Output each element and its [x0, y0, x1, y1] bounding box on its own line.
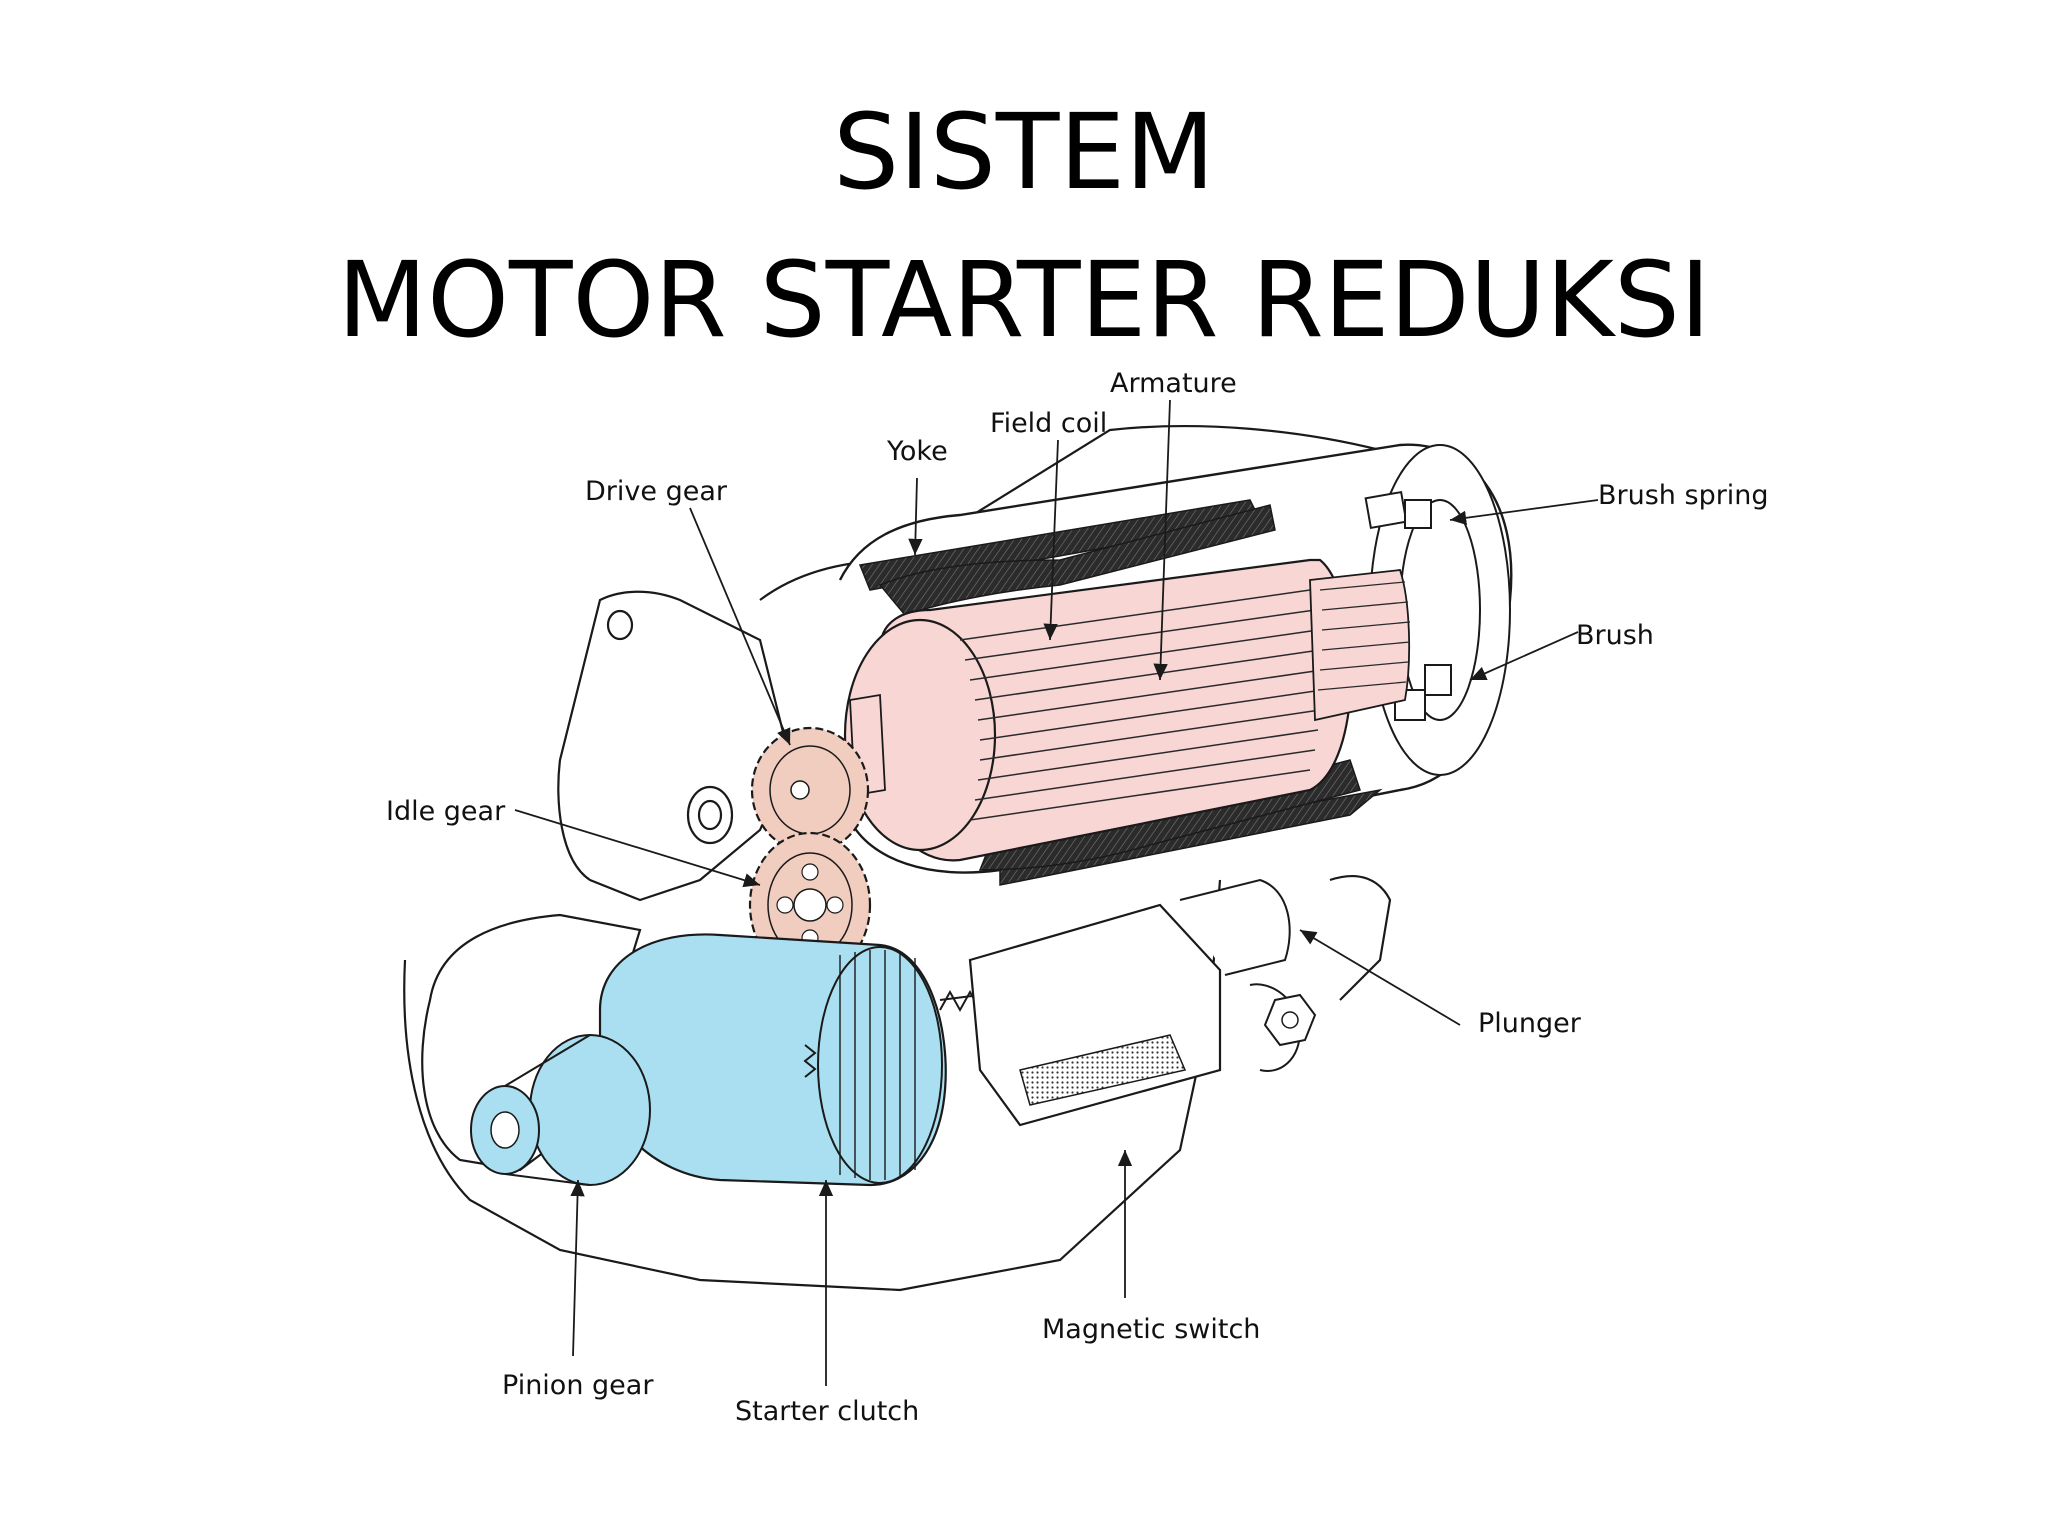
- housing-outline: [403, 425, 1401, 1292]
- label-starter-clutch: Starter clutch: [735, 1396, 919, 1427]
- label-brush: Brush: [1576, 620, 1654, 651]
- slide-title: SISTEM MOTOR STARTER REDUKSI: [0, 78, 2048, 374]
- label-yoke: Yoke: [886, 436, 948, 467]
- part-labels: Armature Field coil Yoke Drive gear Brus…: [386, 368, 1769, 1427]
- starter-clutch: [598, 933, 947, 1187]
- leader-lines: [514, 399, 1599, 1386]
- label-drive-gear: Drive gear: [585, 476, 728, 507]
- label-armature: Armature: [1110, 368, 1237, 399]
- pinion-gear: [470, 1034, 651, 1186]
- label-field-coil: Field coil: [990, 408, 1107, 439]
- label-brush-spring: Brush spring: [1598, 480, 1769, 511]
- drive-gear: [750, 726, 870, 854]
- magnetic-switch: [968, 878, 1317, 1127]
- title-line-2: MOTOR STARTER REDUKSI: [337, 239, 1711, 361]
- label-magnetic-switch: Magnetic switch: [1042, 1314, 1260, 1345]
- label-idle-gear: Idle gear: [386, 796, 506, 827]
- title-line-1: SISTEM: [833, 91, 1215, 213]
- label-pinion-gear: Pinion gear: [502, 1370, 654, 1401]
- label-plunger: Plunger: [1478, 1008, 1582, 1039]
